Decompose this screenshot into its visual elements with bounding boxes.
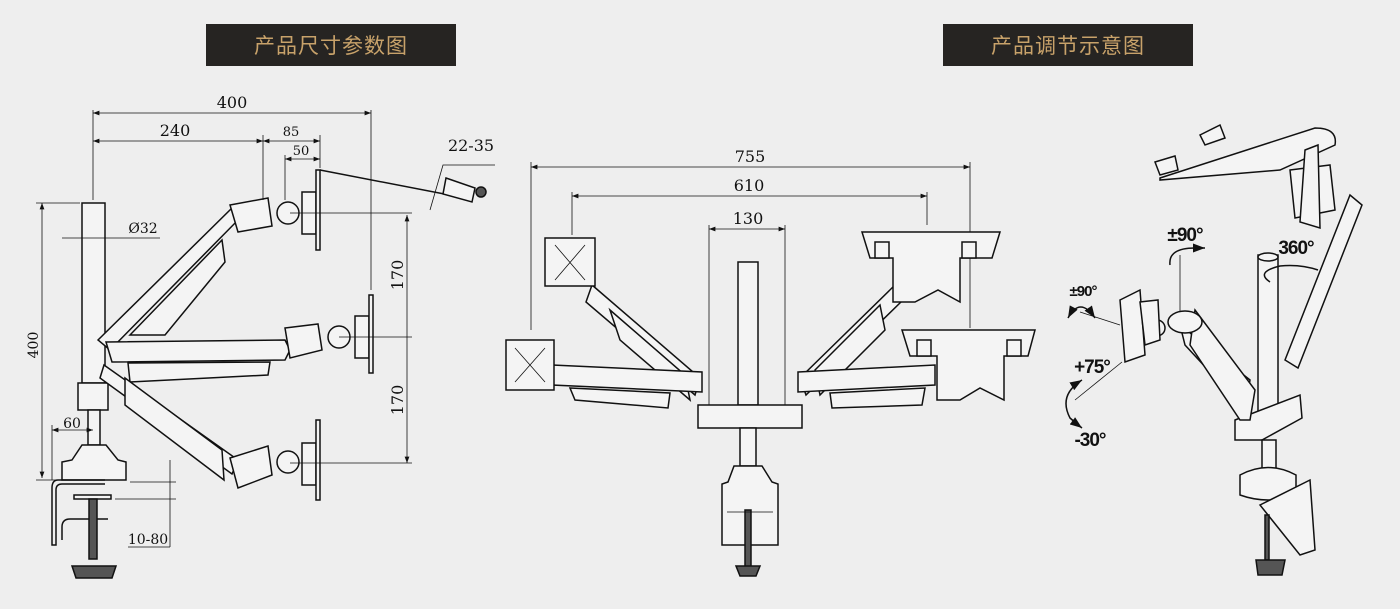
total-reach-label: 400 <box>217 93 248 112</box>
dimensions-header: 产品尺寸参数图 <box>206 24 456 66</box>
pole-and-arms <box>1119 143 1363 576</box>
upper-travel-label: 170 <box>388 260 407 291</box>
right-arms <box>797 231 1036 409</box>
plate-depth-label: 50 <box>293 144 310 159</box>
pole-diameter-label: Ø32 <box>128 221 157 237</box>
rotate-angle-label: ±90° <box>1070 283 1098 300</box>
pole-span-label: 130 <box>733 209 764 228</box>
pole-height-label: 400 <box>26 332 42 359</box>
base-offset-label: 60 <box>63 416 81 432</box>
adjustment-header: 产品调节示意图 <box>943 24 1193 66</box>
lower-travel-label: 170 <box>388 385 407 416</box>
dimension-lines <box>36 110 412 548</box>
head-depth-label: 85 <box>283 125 300 140</box>
tilt-down-angle-label: -30° <box>1074 430 1105 451</box>
width-dimension-diagram: 755 610 130 <box>505 147 1036 577</box>
monitor-thickness-label: 22-35 <box>448 136 494 155</box>
center-pole <box>697 261 803 577</box>
monitor-thickness-indicator <box>319 164 495 211</box>
laptop-tray <box>1154 123 1337 181</box>
clamp-range-label: 10-80 <box>128 532 168 548</box>
inner-span-label: 610 <box>734 176 765 195</box>
swivel-angle-label: ±90° <box>1167 225 1203 246</box>
rotation-angle-label: 360° <box>1278 238 1314 259</box>
adjustment-diagram: ±90° 360° ±90° +75° -30° <box>1065 123 1363 576</box>
max-span-label: 755 <box>735 147 766 166</box>
rotation-arrows <box>1065 243 1319 429</box>
desk-clamp <box>51 479 118 579</box>
monitor-arms <box>96 169 374 501</box>
left-arms <box>505 237 703 409</box>
side-dimension-diagram: 400 240 85 50 22-35 Ø32 400 170 170 60 1… <box>26 93 495 579</box>
tilt-up-angle-label: +75° <box>1074 357 1110 378</box>
arm-reach-label: 240 <box>160 121 191 140</box>
